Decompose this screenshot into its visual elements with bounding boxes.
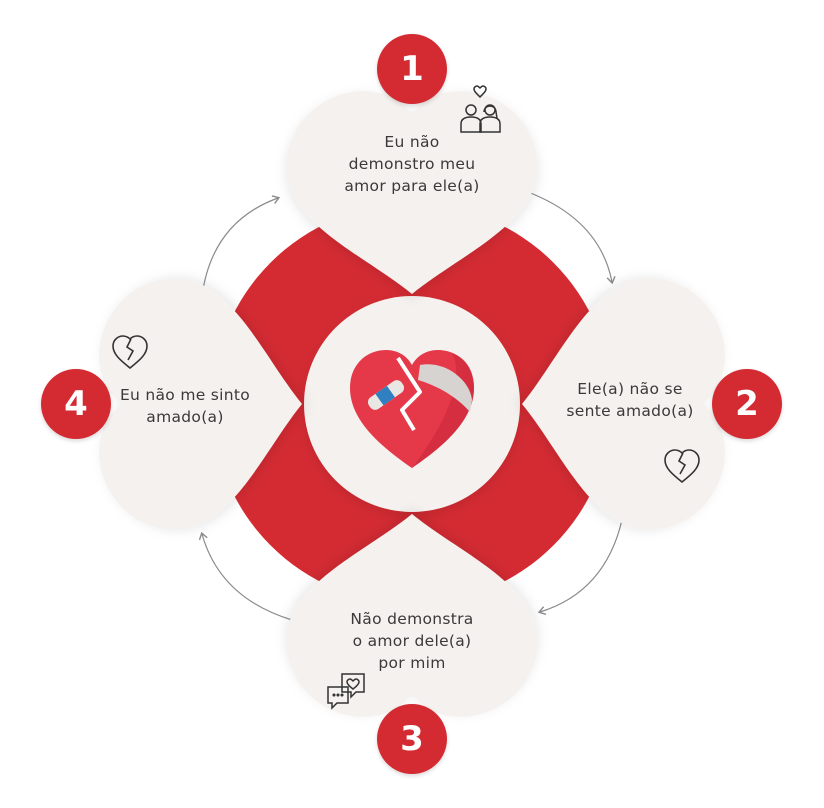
step-3-line: o amor dele(a) bbox=[352, 632, 472, 650]
step-3-label: Não demonstra o amor dele(a) por mim bbox=[312, 608, 512, 674]
step-1-badge: 1 bbox=[377, 34, 447, 104]
cycle-arrow-3-4 bbox=[198, 531, 293, 621]
step-2-badge: 2 bbox=[712, 369, 782, 439]
step-3-line: Não demonstra bbox=[350, 610, 474, 628]
step-1-label: Eu não demonstro meu amor para ele(a) bbox=[312, 131, 512, 197]
step-4-line: Eu não me sinto bbox=[119, 386, 251, 404]
step-3-line: por mim bbox=[378, 654, 446, 672]
step-1-line: amor para ele(a) bbox=[344, 177, 480, 195]
cycle-arrow-4-1 bbox=[201, 195, 281, 297]
step-1-line: Eu não bbox=[384, 133, 440, 151]
step-4-label: Eu não me sinto amado(a) bbox=[100, 384, 270, 428]
step-card-2 bbox=[522, 278, 725, 530]
step-card-1 bbox=[286, 91, 538, 294]
step-card-3 bbox=[286, 514, 538, 717]
broken-heart-icon bbox=[112, 335, 148, 370]
cycle-arrow-2-3 bbox=[537, 519, 623, 616]
step-2-label: Ele(a) não se sente amado(a) bbox=[540, 378, 720, 422]
step-2-line: sente amado(a) bbox=[566, 402, 694, 420]
couple-love-icon bbox=[460, 85, 501, 133]
step-4-line: amado(a) bbox=[146, 408, 224, 426]
step-4-badge: 4 bbox=[41, 369, 111, 439]
chat-heart-icon bbox=[327, 673, 365, 710]
broken-heart-icon bbox=[664, 449, 700, 484]
step-3-badge: 3 bbox=[377, 704, 447, 774]
step-1-line: demonstro meu bbox=[348, 155, 476, 173]
step-card-4 bbox=[99, 278, 302, 530]
bandaged-heart-icon bbox=[350, 350, 474, 468]
cycle-arrow-1-2 bbox=[527, 191, 616, 285]
step-2-line: Ele(a) não se bbox=[577, 380, 683, 398]
